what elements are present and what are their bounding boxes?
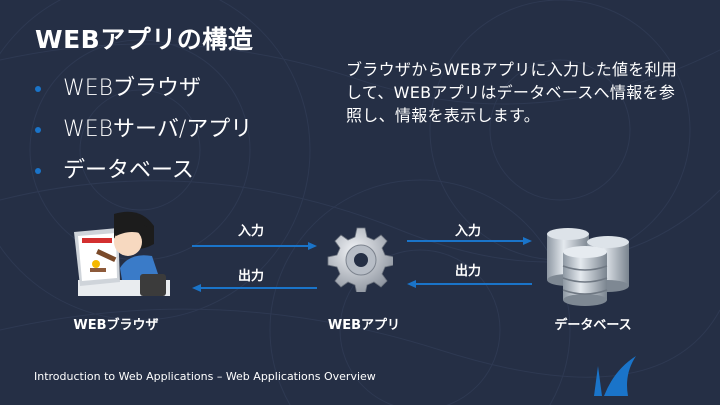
arrow-label-output: 出力 (454, 264, 481, 279)
database-icon (545, 228, 633, 312)
bullet-item: WEBブラウザ (35, 70, 252, 111)
shark-fin-logo-icon (594, 356, 636, 396)
gear-icon (327, 226, 395, 296)
arrow-right-icon (192, 242, 317, 250)
arrow-left-icon (192, 284, 317, 292)
arrow-left-icon (407, 280, 532, 288)
bullet-dot-icon (35, 86, 41, 92)
bullet-label: WEBサーバ/アプリ (63, 117, 253, 142)
bullet-dot-icon (35, 168, 41, 174)
description-text: ブラウザからWEBアプリに入力した値を利用して、WEBアプリはデータベースへ情報… (346, 60, 678, 125)
footer-text: Introduction to Web Applications – Web A… (34, 370, 376, 383)
page-title: WEBアプリの構造 (35, 25, 254, 54)
bullet-item: WEBサーバ/アプリ (35, 111, 252, 152)
arrow-right-icon (407, 237, 532, 245)
arrow-label-output: 出力 (237, 269, 264, 284)
bullet-label: データベース (63, 158, 194, 183)
person-at-computer-icon (70, 208, 170, 304)
node-label-browser: WEBブラウザ (73, 318, 159, 333)
bullet-item: データベース (35, 152, 252, 193)
node-label-database: データベース (554, 318, 632, 333)
bullet-label: WEBブラウザ (63, 76, 202, 101)
bullet-dot-icon (35, 127, 41, 133)
bullet-list: WEBブラウザ WEBサーバ/アプリ データベース (35, 70, 252, 193)
arrow-label-input: 入力 (237, 224, 264, 239)
arrow-label-input: 入力 (454, 224, 481, 239)
node-label-webapp: WEBアプリ (327, 318, 401, 333)
